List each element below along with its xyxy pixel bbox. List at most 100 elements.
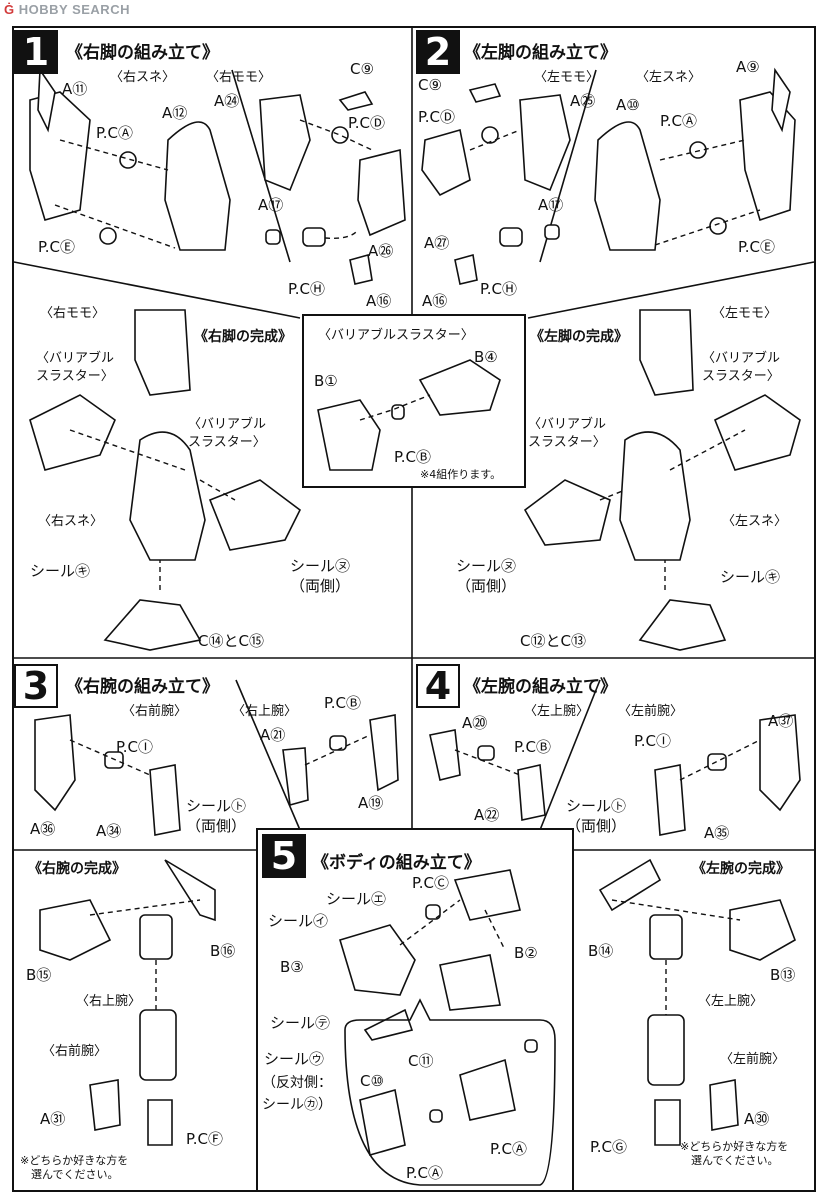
- label-l-seal-to: シール㋣ （両側）: [566, 797, 627, 835]
- label-a20: A⑳: [462, 714, 488, 732]
- label-pc-d-left: P.CⒹ: [418, 108, 455, 126]
- label-rl-seal-nu: シール㋦ （両側）: [290, 557, 351, 595]
- label-r-jowan: 〈右上腕〉: [232, 704, 298, 719]
- step-3-title: 《右腕の組み立て》: [66, 677, 219, 697]
- label-pc-b-thruster: P.CⒷ: [394, 448, 431, 466]
- label-c10: C⑩: [360, 1072, 384, 1090]
- label-l-arm-zenwan: 〈左前腕〉: [720, 1052, 786, 1067]
- label-a22: A㉒: [474, 806, 500, 824]
- label-a9: A⑨: [736, 58, 760, 76]
- label-ll-thruster-2: 〈バリアブル スラスター〉: [528, 417, 607, 450]
- label-pc-a: P.CⒶ: [96, 124, 133, 142]
- label-ll-sune: 〈左スネ〉: [722, 514, 788, 529]
- step-1-title: 《右脚の組み立て》: [66, 43, 219, 63]
- label-a27: A㉗: [424, 234, 450, 252]
- label-ll-c12-c13: C⑫とC⑬: [520, 632, 586, 650]
- label-pc-h: P.CⒽ: [288, 280, 325, 298]
- label-pc-b-r-arm: P.CⒷ: [324, 694, 361, 712]
- label-b13: B⑬: [770, 966, 796, 984]
- label-pc-e: P.CⒺ: [38, 238, 75, 256]
- label-c9: C⑨: [350, 60, 374, 78]
- label-l-jowan: 〈左上腕〉: [524, 704, 590, 719]
- label-hantai: （反対側： シール㋕）: [262, 1075, 332, 1113]
- label-pc-c: P.CⒸ: [412, 874, 449, 892]
- step-3-number: 3: [14, 664, 58, 708]
- step-4-title: 《左腕の組み立て》: [464, 677, 617, 697]
- label-ll-momo: 〈左モモ〉: [712, 306, 778, 321]
- label-a34: A㉞: [96, 822, 122, 840]
- label-seal-u: シール㋒: [264, 1050, 325, 1068]
- label-a10: A⑩: [616, 96, 640, 114]
- label-rl-thruster-1: 〈バリアブル スラスター〉: [36, 351, 115, 384]
- label-c11: C⑪: [408, 1052, 434, 1070]
- label-pc-a-body-1: P.CⒶ: [406, 1164, 443, 1182]
- label-a24: A㉔: [214, 92, 240, 110]
- label-r-arm-jowan: 〈右上腕〉: [76, 994, 142, 1009]
- step-5-title: 《ボディの組み立て》: [312, 853, 481, 873]
- label-a35: A㉟: [704, 824, 730, 842]
- label-a17-left: A⑰: [538, 196, 564, 214]
- label-a26: A㉖: [368, 242, 394, 260]
- label-pc-d: P.CⒹ: [348, 114, 385, 132]
- watermark: Ġ HOBBY SEARCH: [4, 2, 130, 17]
- label-left-momo: 〈左モモ〉: [534, 70, 600, 85]
- label-b3: B③: [280, 958, 304, 976]
- step-1-number: 1: [14, 30, 58, 74]
- label-rl-c14-c15: C⑭とC⑮: [198, 632, 264, 650]
- label-seal-e: シール㋓: [326, 890, 387, 908]
- label-a16: A⑯: [366, 292, 392, 310]
- label-a16-left: A⑯: [422, 292, 448, 310]
- step-4-number: 4: [416, 664, 460, 708]
- label-a19: A⑲: [358, 794, 384, 812]
- left-arm-complete-title: 《左腕の完成》: [692, 861, 790, 877]
- left-leg-complete-title: 《左脚の完成》: [530, 329, 628, 345]
- thruster-note: ※4組作ります。: [420, 468, 502, 481]
- label-b16: B⑯: [210, 942, 236, 960]
- thruster-title: 〈バリアブルスラスター〉: [318, 328, 474, 343]
- right-leg-complete-title: 《右脚の完成》: [194, 329, 292, 345]
- label-a30: A㉚: [744, 1110, 770, 1128]
- label-ll-seal-ki: シール㋖: [720, 568, 781, 586]
- label-rl-sune: 〈右スネ〉: [38, 514, 104, 529]
- label-seal-te: シール㋢: [270, 1014, 331, 1032]
- label-pc-f: P.CⒻ: [186, 1130, 223, 1148]
- label-r-seal-to: シール㋣ （両側）: [186, 797, 247, 835]
- label-a21: A㉑: [260, 726, 286, 744]
- right-arm-note: ※どちらか好きな方を 選んでください。: [20, 1154, 129, 1181]
- label-pc-e-left: P.CⒺ: [738, 238, 775, 256]
- label-pc-i-l: P.CⒾ: [634, 732, 671, 750]
- label-seal-i: シール㋑: [268, 912, 329, 930]
- label-c9-left: C⑨: [418, 76, 442, 94]
- label-b4: B④: [474, 348, 498, 366]
- label-pc-a-left: P.CⒶ: [660, 112, 697, 130]
- label-a25: A㉕: [570, 92, 596, 110]
- label-b1: B①: [314, 372, 338, 390]
- label-rl-momo: 〈右モモ〉: [40, 306, 106, 321]
- right-arm-complete-title: 《右腕の完成》: [28, 861, 126, 877]
- label-b14: B⑭: [588, 942, 614, 960]
- left-arm-note: ※どちらか好きな方を 選んでください。: [680, 1140, 789, 1167]
- label-a36: A㊱: [30, 820, 56, 838]
- step-5-number: 5: [262, 834, 306, 878]
- label-l-zenwan: 〈左前腕〉: [618, 704, 684, 719]
- label-b2: B②: [514, 944, 538, 962]
- label-ll-seal-nu: シール㋦ （両側）: [456, 557, 517, 595]
- label-l-arm-jowan: 〈左上腕〉: [698, 994, 764, 1009]
- label-pc-h-left: P.CⒽ: [480, 280, 517, 298]
- label-r-zenwan: 〈右前腕〉: [122, 704, 188, 719]
- label-a31: A㉛: [40, 1110, 66, 1128]
- label-rl-thruster-2: 〈バリアブル スラスター〉: [188, 417, 267, 450]
- label-pc-i-r: P.CⒾ: [116, 738, 153, 756]
- label-pc-b-l-arm: P.CⒷ: [514, 738, 551, 756]
- step-2-number: 2: [416, 30, 460, 74]
- label-left-sune: 〈左スネ〉: [636, 70, 702, 85]
- label-b15: B⑮: [26, 966, 52, 984]
- label-a17: A⑰: [258, 196, 284, 214]
- label-ll-thruster-1: 〈バリアブル スラスター〉: [702, 351, 781, 384]
- label-r-arm-zenwan: 〈右前腕〉: [42, 1044, 108, 1059]
- label-a12: A⑫: [162, 104, 188, 122]
- label-right-sune: 〈右スネ〉: [110, 70, 176, 85]
- label-rl-seal-ki: シール㋖: [30, 562, 91, 580]
